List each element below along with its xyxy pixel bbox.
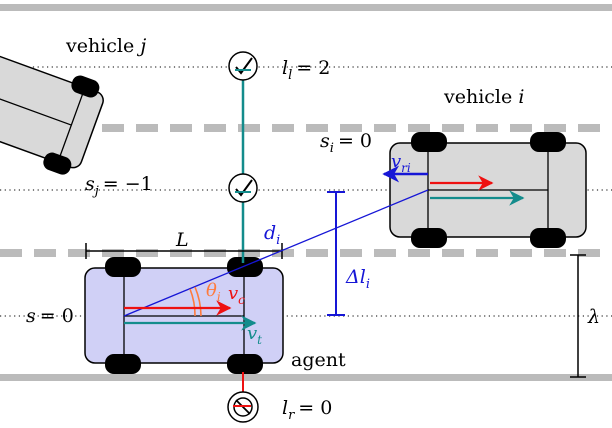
vehicle-j-label: vehicle j: [65, 35, 146, 57]
agent-label: agent: [291, 349, 346, 371]
road-bottom-edge: [0, 374, 612, 381]
vt-label: vt: [247, 323, 262, 347]
check-circle-icon: [228, 51, 258, 81]
s-j-label: sj= −1: [85, 173, 153, 199]
lateral-offset-dimension: [327, 191, 345, 316]
distance-label: di: [264, 222, 280, 248]
angle-arc: [194, 286, 202, 317]
delta-l-label: Δli: [345, 266, 370, 292]
length-label: L: [175, 229, 189, 251]
no-entry-circle-icon: [227, 391, 259, 423]
road-top-edge: [0, 4, 612, 11]
lambda-label: λ: [587, 306, 600, 328]
vehicle-j: [0, 46, 104, 175]
vehicle-i-label: vehicle i: [443, 86, 524, 108]
right-lane-label: lr= 0: [282, 397, 332, 423]
vri-label: vri: [391, 151, 411, 175]
distance-line: [123, 189, 429, 317]
theta-label: θi: [206, 280, 221, 304]
agent-vehicle: [84, 257, 284, 374]
s-i-label: si= 0: [320, 130, 372, 156]
vc-label: vc: [228, 283, 245, 307]
lane-width-dimension: [570, 254, 586, 378]
vehicle-i: [389, 132, 587, 248]
left-lane-label: ll= 2: [282, 57, 330, 83]
check-circle-icon: [228, 173, 258, 203]
s-label: s= 0: [26, 305, 74, 327]
angle-arc: [189, 288, 196, 317]
